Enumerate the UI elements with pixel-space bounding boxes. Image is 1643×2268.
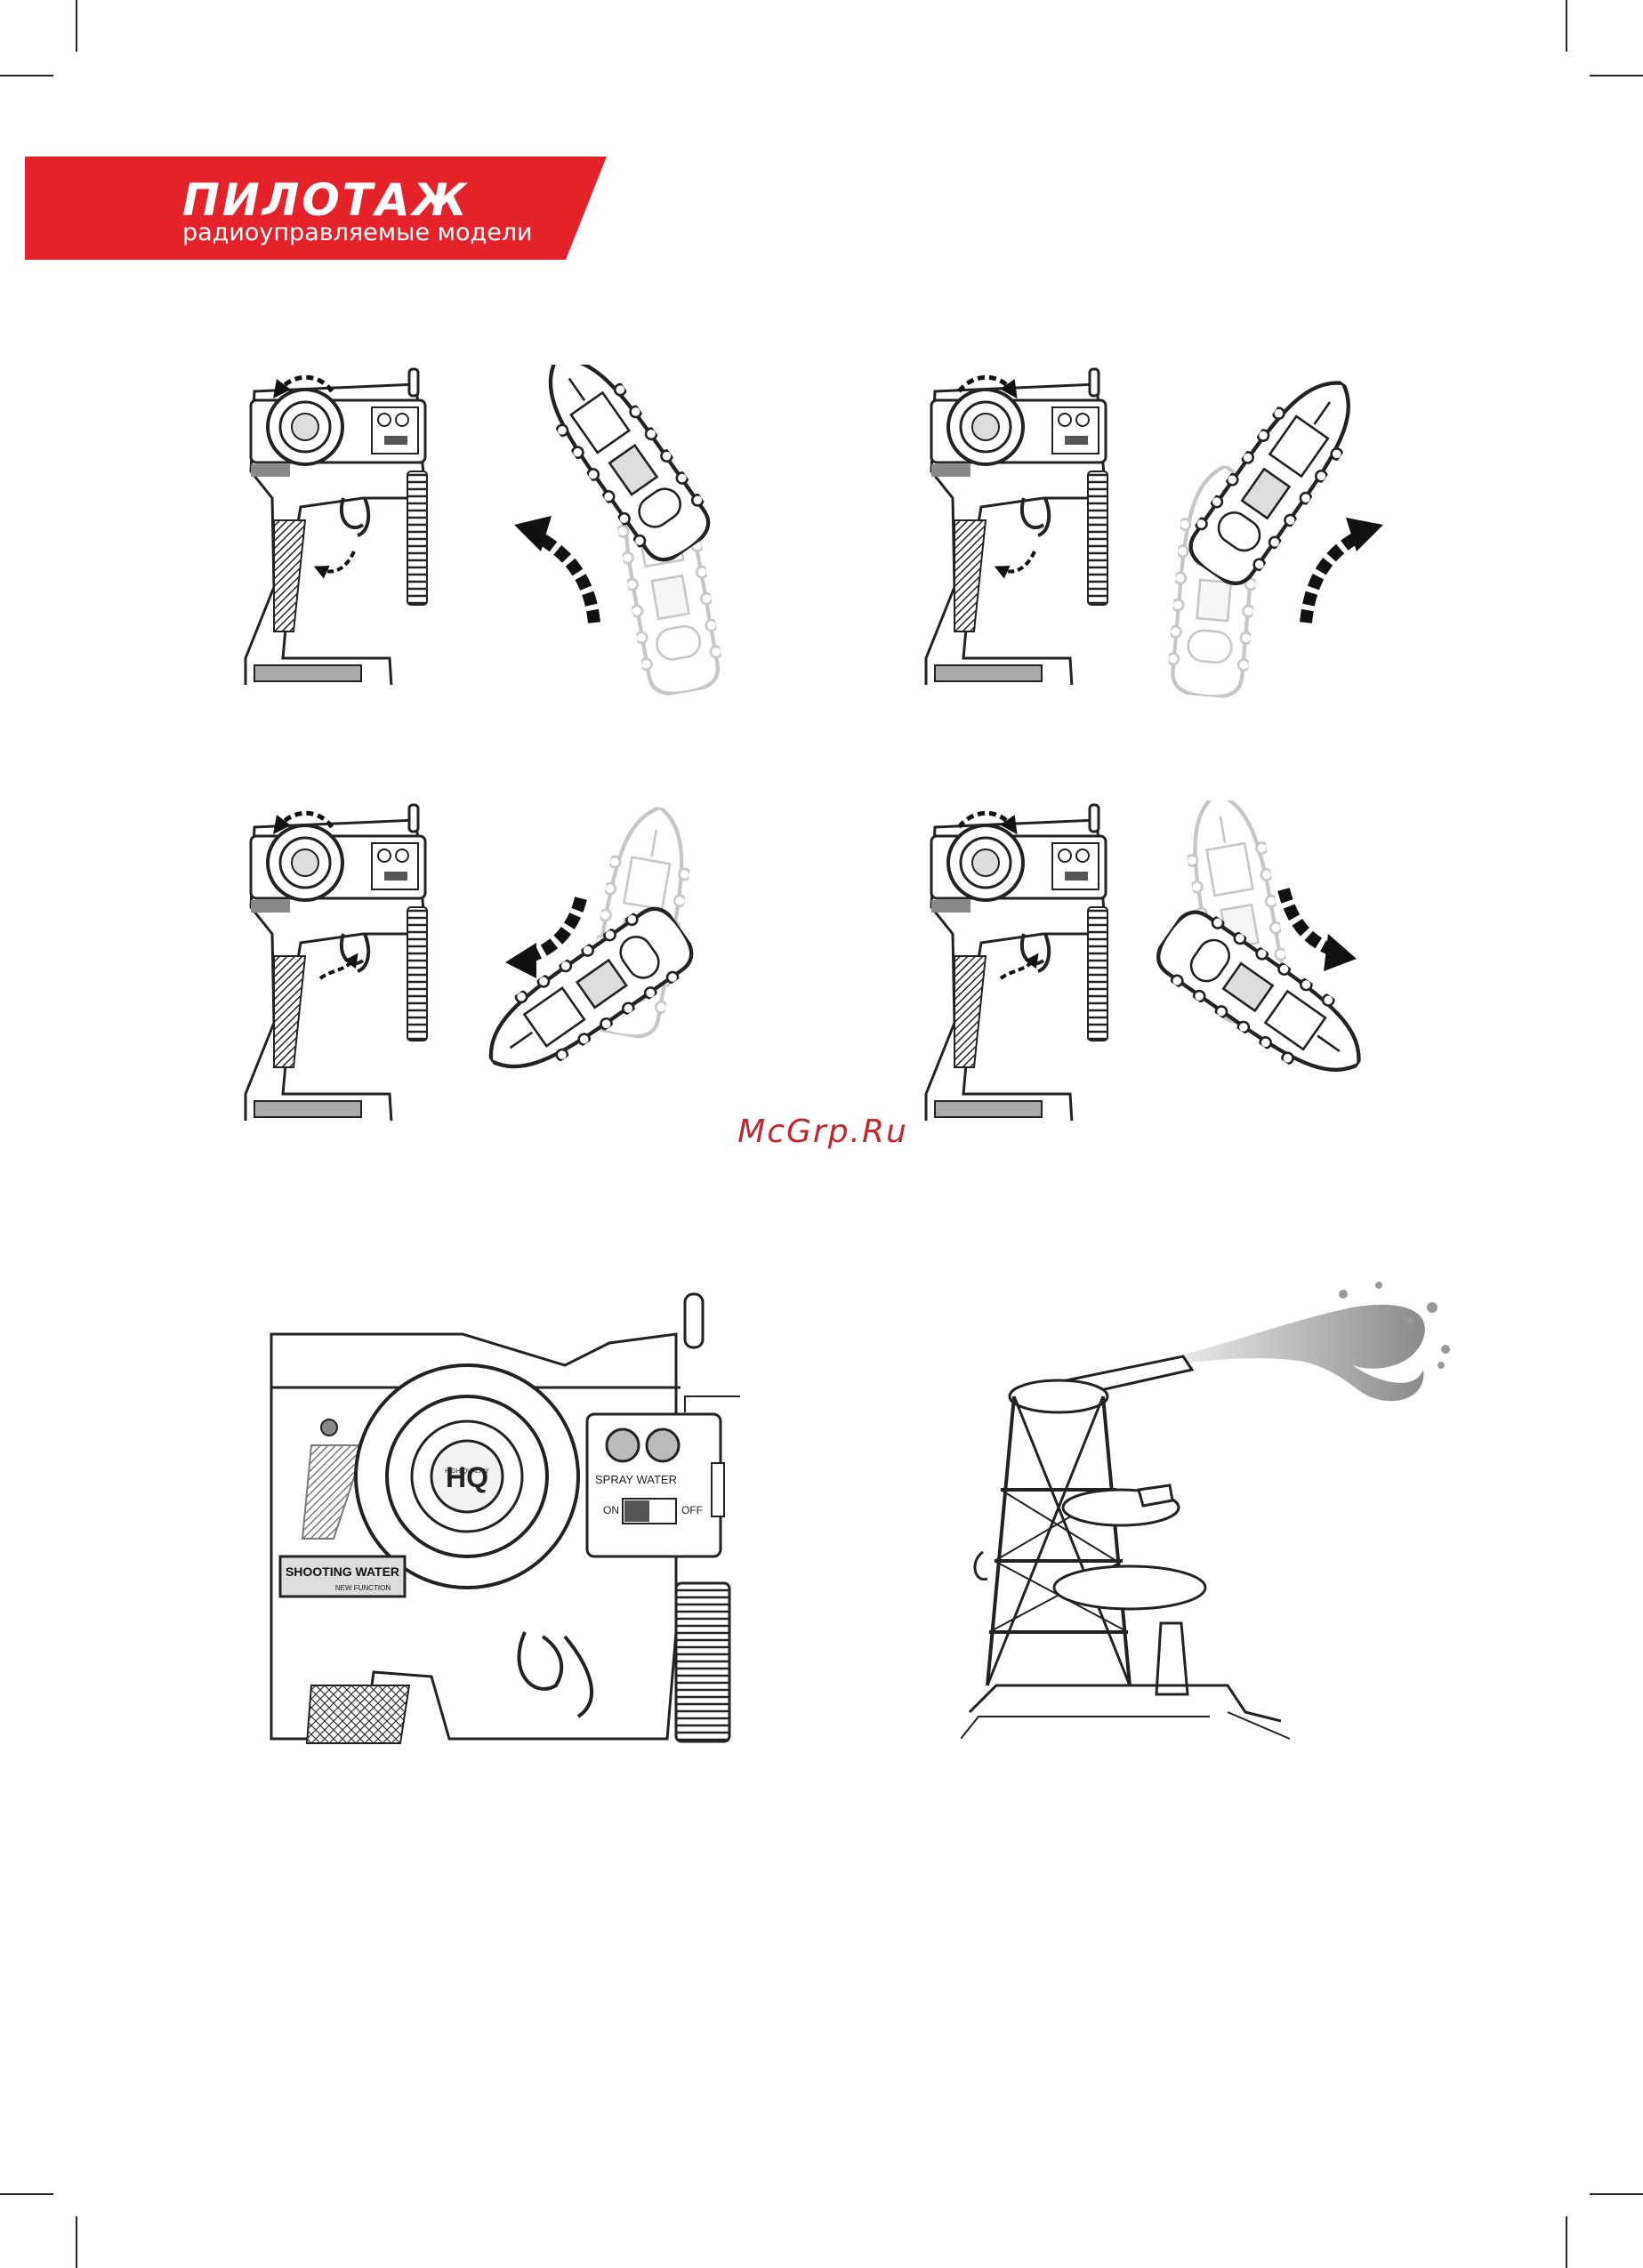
maneuver-reverse-right — [919, 800, 1435, 1138]
boat-icon — [468, 895, 705, 1094]
grip-ribs — [676, 1583, 729, 1741]
spray-water-label: SPRAY WATER — [595, 1473, 677, 1486]
arrow-icon — [505, 943, 536, 978]
watermark: McGrp.Ru — [703, 1114, 943, 1150]
transmitter-icon — [926, 369, 1107, 687]
brand-tagline: радиоуправляемые модели — [182, 221, 574, 245]
controller-detail-figure: HQ HIGH QUALITY SPRAY WATER ON OFF SHOOT… — [258, 1281, 792, 1761]
switch-off-label: OFF — [681, 1504, 703, 1516]
spray-button-2 — [647, 1429, 679, 1461]
water-cannon-figure — [961, 1267, 1459, 1748]
crop-mark — [76, 2216, 77, 2268]
shooting-water-label: SHOOTING WATER — [286, 1564, 399, 1579]
spray-button-1 — [607, 1429, 639, 1461]
crop-mark — [1590, 2193, 1643, 2195]
transmitter-icon — [246, 805, 427, 1122]
hq-badge-ring-text: HIGH QUALITY — [445, 1468, 489, 1475]
maneuver-reverse-left — [238, 800, 754, 1138]
water-spray-icon — [1183, 1305, 1425, 1401]
crop-mark — [1590, 75, 1643, 76]
transmitter-icon — [926, 805, 1107, 1122]
crop-mark — [1566, 2216, 1567, 2268]
switch-on-label: ON — [603, 1504, 619, 1516]
arrow-icon — [1324, 934, 1357, 971]
transmitter-icon — [246, 369, 427, 687]
maneuver-forward-left — [238, 365, 754, 703]
crop-mark — [76, 0, 77, 52]
crop-mark — [1566, 0, 1567, 52]
maneuver-forward-right — [919, 365, 1435, 703]
brand-logo-text: ПИЛОТАЖ — [182, 178, 556, 222]
crop-mark — [0, 2193, 53, 2195]
hq-badge-text: HQ — [446, 1461, 488, 1493]
crop-mark — [0, 75, 53, 76]
new-function-label: NEW FUNCTION — [335, 1584, 391, 1592]
